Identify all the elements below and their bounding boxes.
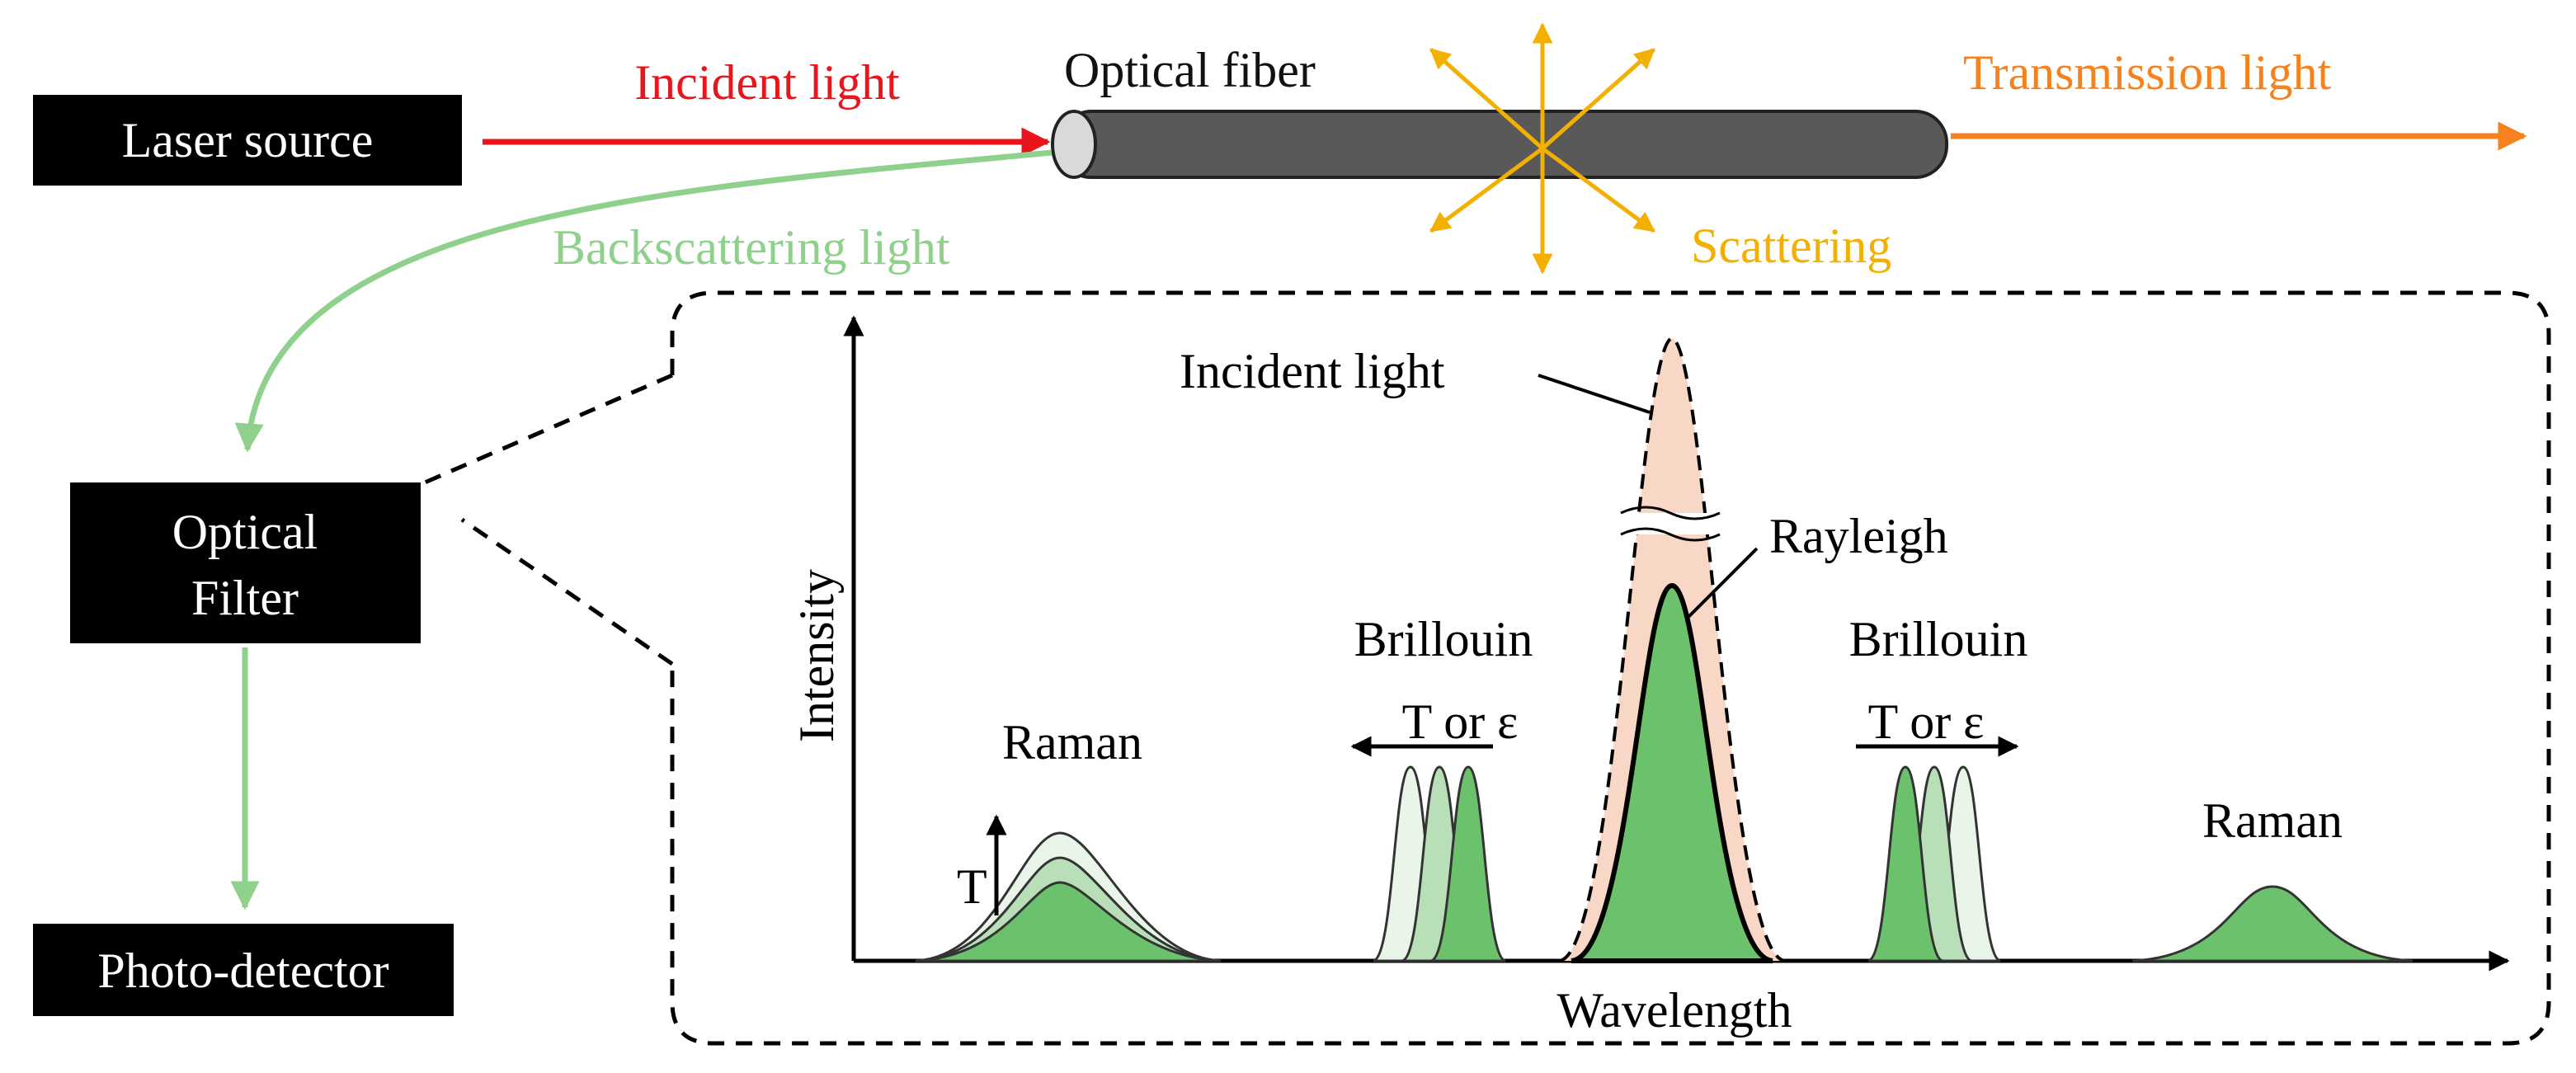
spectrum-callout-border [670, 290, 2551, 1046]
rayleigh-leader [1685, 547, 1759, 620]
backscattering-light-arrow [234, 149, 1053, 453]
laser-source-box: Laser source [33, 95, 462, 186]
optical-filter-label-line2: Filter [191, 571, 299, 625]
optical-fiber [1051, 110, 1948, 179]
rayleigh-label: Rayleigh [1769, 509, 1948, 563]
raman-right-label: Raman [2202, 793, 2343, 848]
brillouin-right-peaks [1867, 765, 2001, 962]
brillouin-right-label: Brillouin [1849, 612, 2028, 666]
optical-filter-label-line1: Optical [172, 505, 318, 559]
laser-source-label: Laser source [122, 113, 374, 167]
rayleigh-peak [1571, 582, 1773, 963]
incident-light-leader [1538, 374, 1651, 414]
spectrum-incident-light-label: Incident light [1180, 344, 1445, 398]
y-axis-label: Intensity [789, 569, 844, 742]
scattering-arrows [1429, 22, 1656, 275]
brillouin-left-shift-label: T or ε [1402, 694, 1519, 749]
raman-temp-label: T [957, 859, 987, 914]
raman-left-label: Raman [1002, 715, 1142, 769]
incident-light-label: Incident light [634, 55, 900, 110]
backscattering-light-label: Backscattering light [553, 220, 950, 275]
x-axis-label: Wavelength [1556, 983, 1792, 1038]
callout-pointer-bottom [460, 517, 674, 666]
raman-left-peaks [915, 831, 1222, 962]
axis-break-mark [1620, 506, 1724, 542]
scattering-label: Scattering [1691, 219, 1891, 273]
optical-filter-box: Optical Filter [70, 482, 421, 643]
photo-detector-box: Photo-detector [33, 924, 454, 1016]
callout-pointer-top [424, 373, 673, 485]
optical-fiber-label: Optical fiber [1064, 43, 1316, 97]
brillouin-left-peaks [1373, 765, 1506, 962]
photo-detector-label: Photo-detector [97, 944, 389, 998]
transmission-light-label: Transmission light [1963, 45, 2332, 100]
brillouin-right-shift-label: T or ε [1868, 694, 1985, 749]
raman-right-peak [2131, 885, 2414, 962]
brillouin-left-label: Brillouin [1354, 612, 1533, 666]
